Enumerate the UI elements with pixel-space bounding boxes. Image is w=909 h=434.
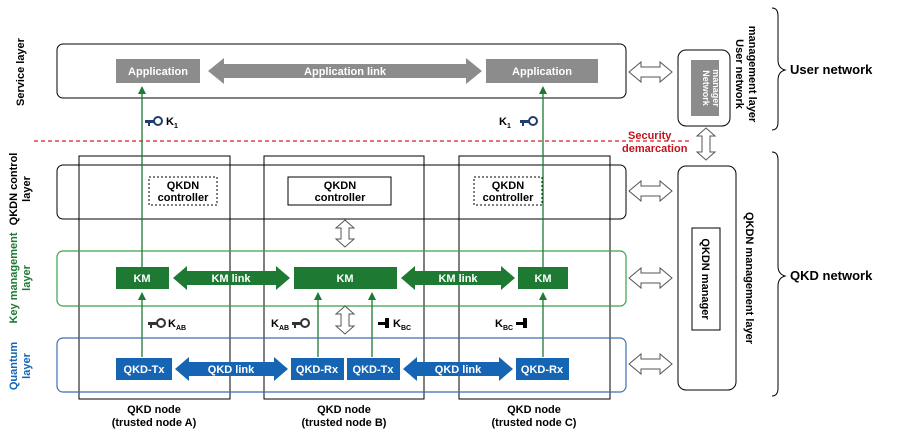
km-quantum-double-arrow bbox=[334, 305, 356, 335]
key-icon bbox=[520, 116, 538, 126]
qkdn-control-layer-label-2: layer bbox=[21, 175, 33, 201]
qkdn-mgmt-box bbox=[677, 165, 737, 391]
qkdn-manager-label: QKDN manager bbox=[699, 238, 711, 320]
qkd-rx-c bbox=[516, 358, 569, 380]
qkd-link-left-arrow bbox=[175, 357, 288, 381]
security-demarcation-label-2: demarcation bbox=[622, 143, 688, 155]
km-link-left-label: KM link bbox=[211, 273, 251, 285]
user-mgmt-layer-label-1: User network bbox=[733, 39, 745, 110]
node-b-caption-1: QKD node bbox=[317, 404, 371, 416]
key-management-layer-label-2: layer bbox=[21, 264, 33, 290]
qkd-rx-b-label: QKD-Rx bbox=[296, 364, 339, 376]
node-b-caption-2: (trusted node B) bbox=[302, 417, 387, 429]
qkd-rx-b bbox=[291, 358, 344, 380]
qkdn-manager bbox=[691, 227, 721, 331]
network-manager bbox=[691, 60, 719, 116]
key-k1-left: K1 bbox=[166, 116, 178, 130]
qkd-link-right-arrow bbox=[403, 357, 513, 381]
km-c-label: KM bbox=[534, 273, 551, 285]
quantum-layer-box bbox=[56, 337, 627, 393]
network-manager-label-1: Network bbox=[701, 70, 711, 107]
km-b bbox=[294, 267, 397, 289]
qkd-network-label: QKD network bbox=[790, 268, 873, 283]
application-link-label: Application link bbox=[304, 66, 387, 78]
mgmt-vertical-double-arrow bbox=[695, 127, 717, 161]
km-link-left-arrow bbox=[173, 266, 290, 290]
qkd-tx-a-label: QKD-Tx bbox=[124, 364, 166, 376]
node-a-caption-2: (trusted node A) bbox=[112, 417, 197, 429]
user-network-mgmt-box bbox=[677, 49, 731, 127]
node-a-caption-1: QKD node bbox=[127, 404, 181, 416]
qkd-tx-b-label: QKD-Tx bbox=[353, 364, 395, 376]
qkd-network-brace bbox=[771, 151, 787, 397]
key-k1-right: K1 bbox=[499, 116, 511, 130]
node-c-caption-1: QKD node bbox=[507, 404, 561, 416]
quantum-layer-label-2: layer bbox=[21, 352, 33, 378]
node-c-caption-2: (trusted node C) bbox=[492, 417, 577, 429]
controller-km-double-arrow bbox=[334, 219, 356, 248]
control-mgmt-double-arrow bbox=[628, 179, 673, 203]
key-icon bbox=[378, 318, 389, 328]
key-management-layer-box bbox=[56, 250, 627, 307]
application-link-arrow bbox=[208, 58, 482, 84]
user-network-label: User network bbox=[790, 62, 873, 77]
quantum-layer-label-1: Quantum bbox=[8, 342, 20, 390]
qkdn-controller-a-label-2: controller bbox=[158, 192, 209, 204]
service-layer-box bbox=[56, 43, 627, 99]
qkd-tx-a bbox=[116, 358, 172, 380]
security-demarcation-label-1: Security bbox=[628, 130, 672, 142]
application-left bbox=[116, 59, 200, 83]
qkdn-controller-c bbox=[473, 176, 543, 206]
qkdn-controller-c-label-1: QKDN bbox=[492, 180, 524, 192]
qkdn-controller-b-label-1: QKDN bbox=[324, 180, 356, 192]
service-layer-label: Service layer bbox=[15, 37, 27, 106]
qkdn-controller-c-label-2: controller bbox=[483, 192, 534, 204]
km-a-label: KM bbox=[133, 273, 150, 285]
key-kab-mid: KAB bbox=[271, 318, 289, 332]
user-mgmt-layer-label-2: management layer bbox=[746, 26, 758, 123]
qkd-tx-b bbox=[347, 358, 400, 380]
qkdn-controller-b-label-2: controller bbox=[315, 192, 366, 204]
key-management-layer-label-1: Key management bbox=[8, 232, 20, 323]
application-right-label: Application bbox=[512, 66, 572, 78]
qkd-rx-c-label: QKD-Rx bbox=[521, 364, 564, 376]
network-manager-label-2: manager bbox=[711, 69, 721, 107]
km-link-right-arrow bbox=[401, 266, 515, 290]
qkdn-control-layer-box bbox=[56, 164, 627, 220]
key-kbc-mid: KBC bbox=[393, 318, 411, 332]
application-left-label: Application bbox=[128, 66, 188, 78]
service-mgmt-double-arrow bbox=[628, 60, 673, 84]
key-icon bbox=[516, 318, 527, 328]
quantum-mgmt-double-arrow bbox=[628, 352, 673, 376]
key-icon bbox=[148, 318, 166, 328]
qkdn-mgmt-layer-label: QKDN management layer bbox=[743, 212, 755, 345]
km-link-right-label: KM link bbox=[438, 273, 478, 285]
key-icon bbox=[292, 318, 310, 328]
key-icon bbox=[145, 116, 163, 126]
application-right bbox=[486, 59, 598, 83]
qkdn-control-layer-label-1: QKDN control bbox=[8, 153, 20, 226]
km-a bbox=[116, 267, 169, 289]
key-kbc-right: KBC bbox=[495, 318, 513, 332]
qkdn-controller-a bbox=[148, 176, 218, 206]
qkdn-controller-a-label-1: QKDN bbox=[167, 180, 199, 192]
km-c bbox=[518, 267, 568, 289]
key-kab-left: KAB bbox=[168, 318, 186, 332]
qkd-link-left-label: QKD link bbox=[208, 364, 255, 376]
user-network-brace bbox=[771, 7, 787, 131]
qkd-link-right-label: QKD link bbox=[435, 364, 482, 376]
km-b-label: KM bbox=[336, 273, 353, 285]
km-mgmt-double-arrow bbox=[628, 266, 673, 290]
qkdn-controller-b bbox=[287, 176, 392, 206]
